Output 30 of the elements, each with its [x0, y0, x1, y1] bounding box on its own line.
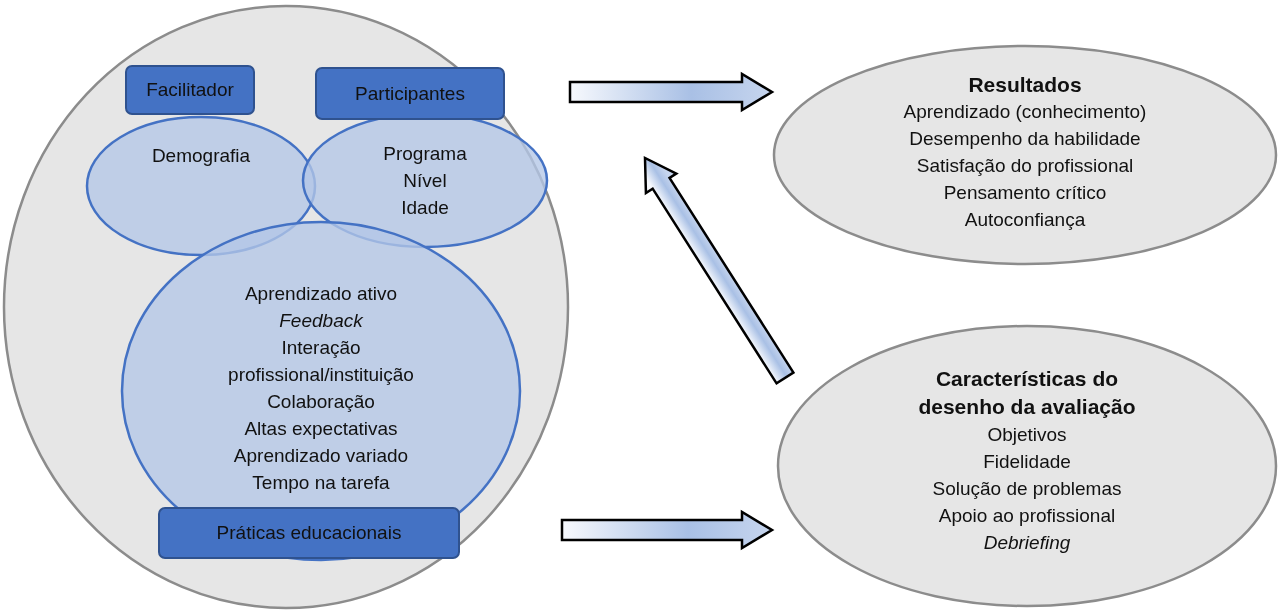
list-item: Solução de problemas	[932, 477, 1122, 501]
list-item: Aprendizado (conhecimento)	[903, 100, 1147, 124]
label-box: Facilitador	[125, 65, 255, 115]
block-arrow	[560, 509, 775, 551]
list-item: Aprendizado variado	[233, 444, 409, 468]
list-item: Interação	[281, 336, 361, 360]
list-item: Autoconfiança	[964, 208, 1086, 232]
list-item: Tempo na tarefa	[252, 471, 390, 495]
list-item: Fidelidade	[983, 450, 1071, 474]
list-item: Objetivos	[987, 423, 1067, 447]
list-item: Altas expectativas	[244, 417, 398, 441]
list-item: Programa	[383, 142, 467, 166]
list-item: Idade	[401, 196, 449, 220]
heading-text: Características do desenho da avaliação	[917, 366, 1137, 420]
list-item: Feedback	[279, 309, 363, 333]
list-item: Demografia	[151, 144, 251, 168]
list-item: Debriefing	[983, 531, 1071, 555]
heading-text: Resultados	[968, 72, 1082, 98]
label-box: Práticas educacionais	[158, 507, 460, 559]
label-box: Participantes	[315, 67, 505, 120]
list-item: Desempenho da habilidade	[909, 127, 1141, 151]
list-item: Pensamento crítico	[943, 181, 1107, 205]
block-arrow	[643, 155, 796, 386]
list-item: Satisfação do profissional	[916, 154, 1134, 178]
list-item: Colaboração	[267, 390, 375, 414]
list-item: profissional/instituição	[228, 363, 414, 387]
list-item: Apoio ao profissional	[938, 504, 1116, 528]
block-arrow	[568, 71, 775, 113]
list-item: Nível	[403, 169, 447, 193]
list-item: Aprendizado ativo	[244, 282, 398, 306]
